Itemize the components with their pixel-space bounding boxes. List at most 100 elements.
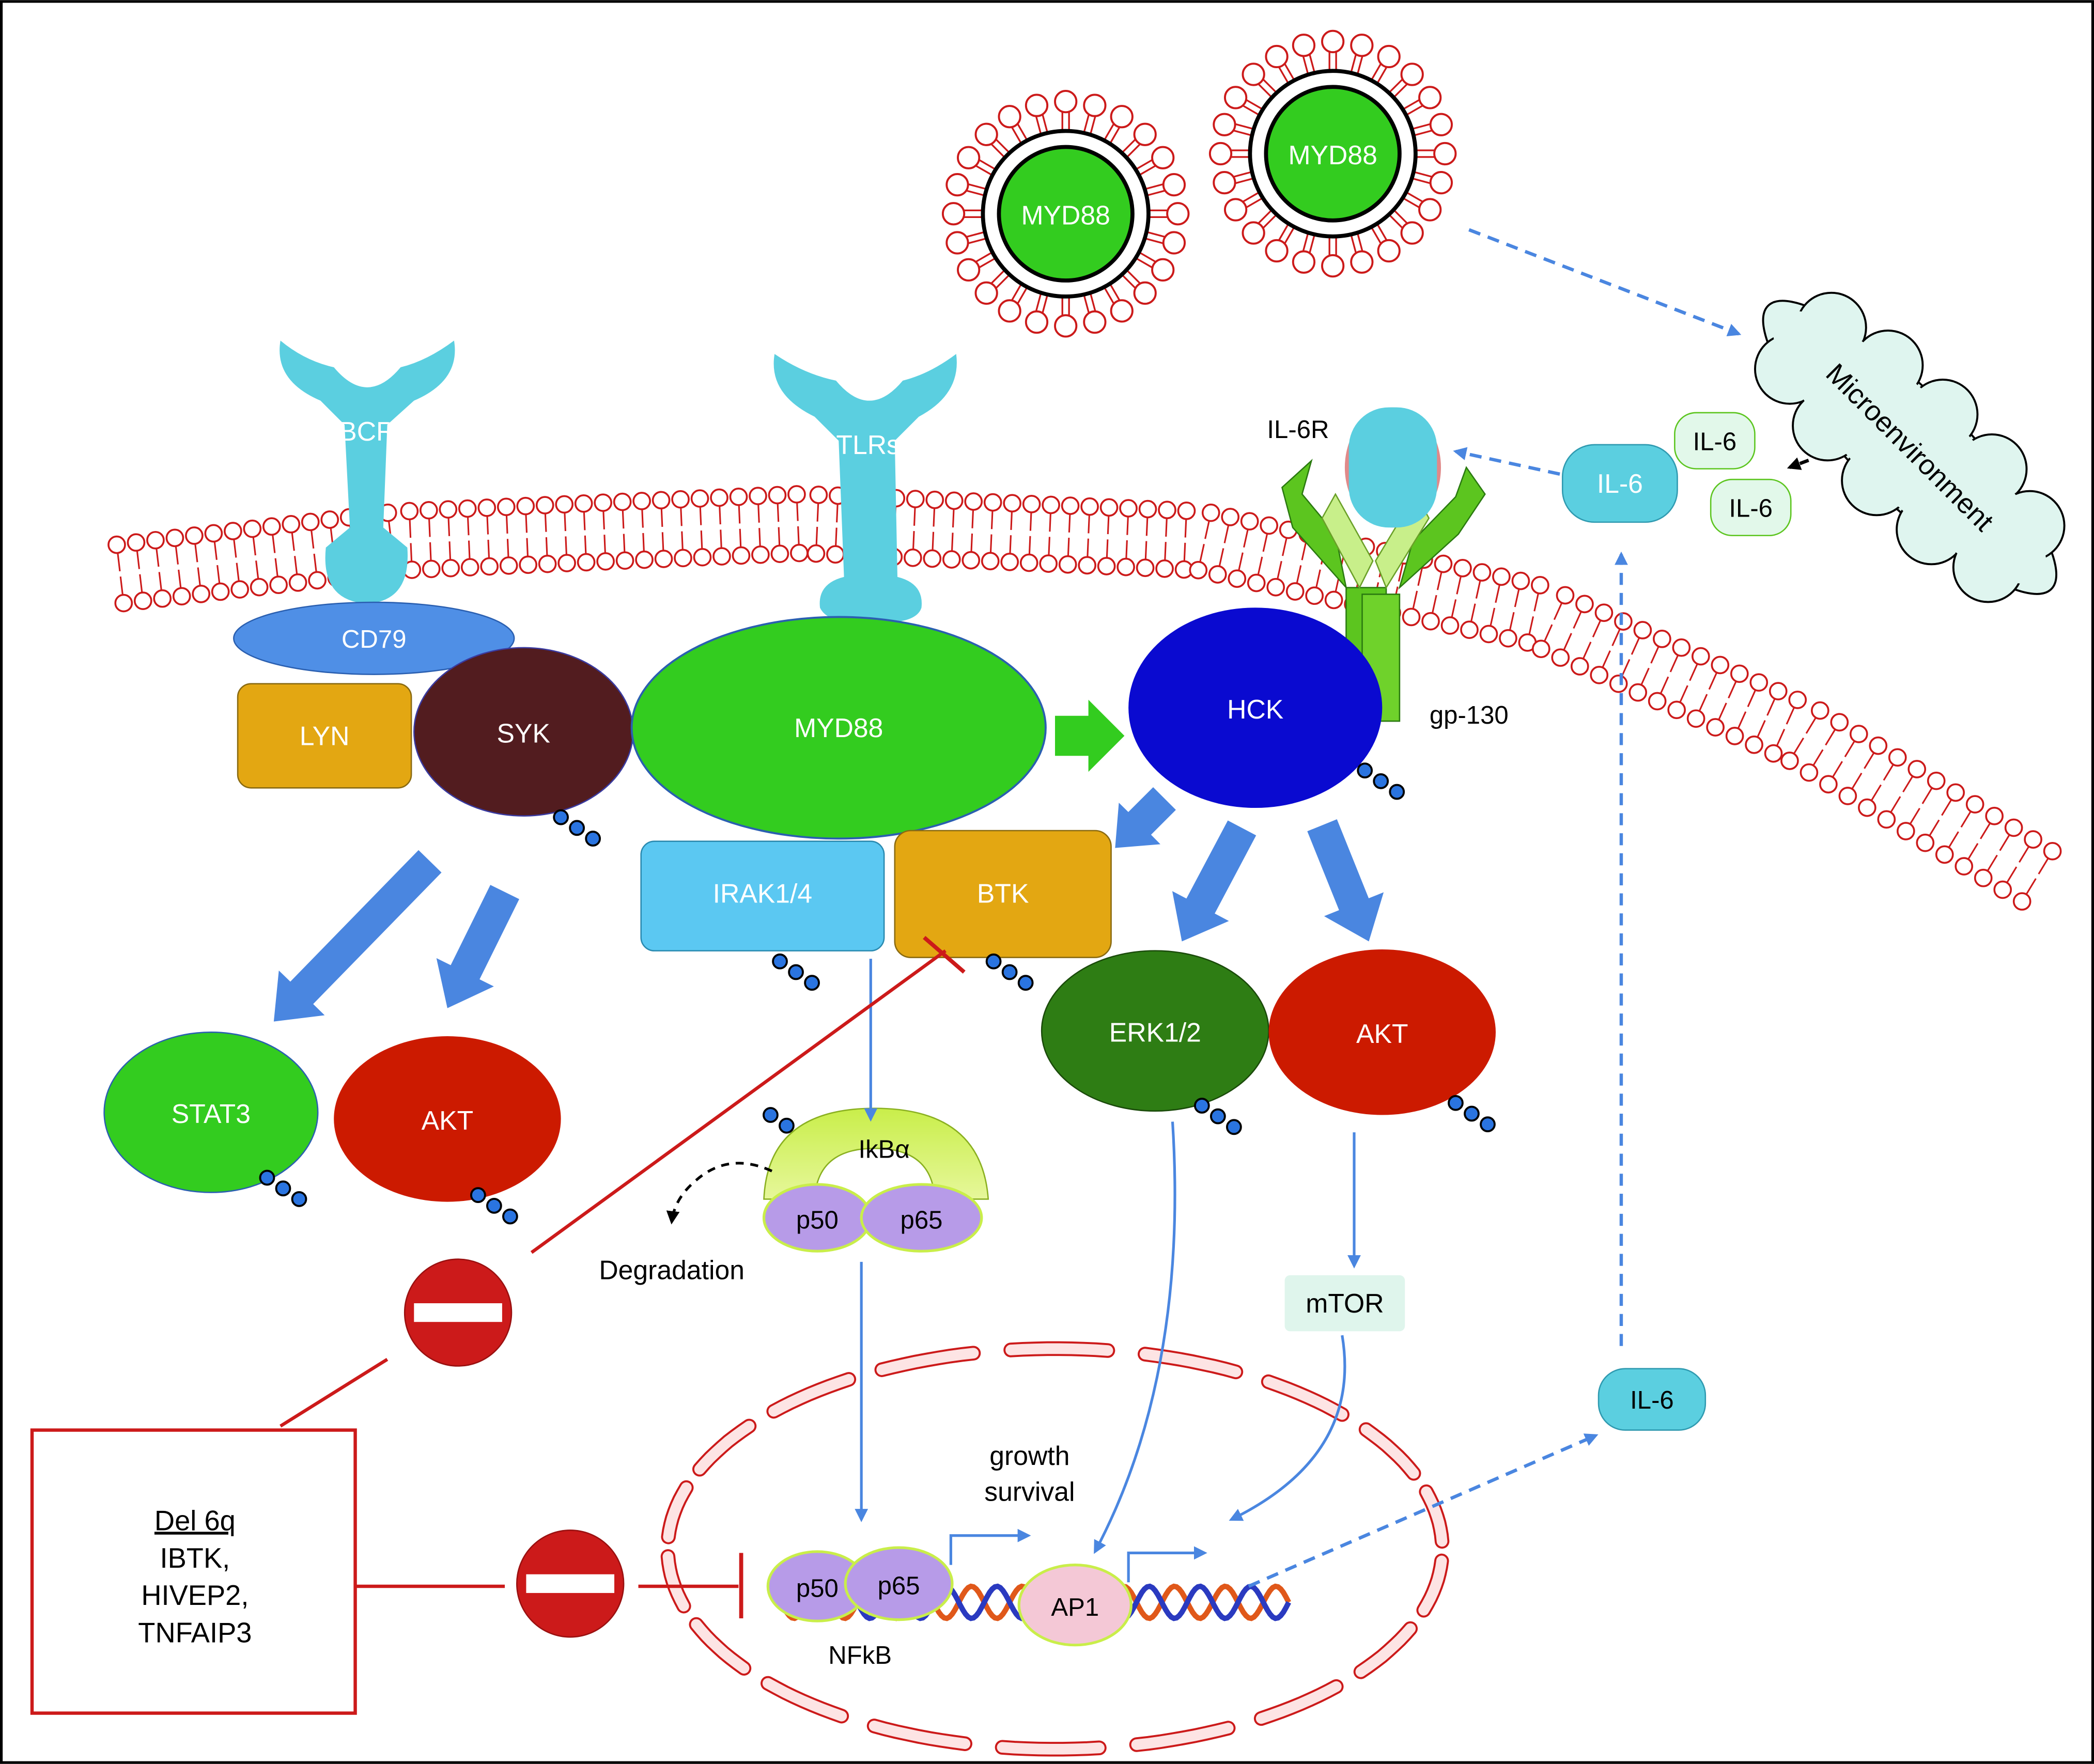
lipid-tail	[660, 508, 663, 527]
phosphate-group	[1448, 1095, 1464, 1111]
lipid-head	[1653, 630, 1671, 648]
del6q-title: Del 6q	[154, 1505, 236, 1536]
phosphate-group	[1480, 1116, 1496, 1133]
lipid-tail	[156, 548, 160, 567]
lipid-tail	[213, 541, 218, 560]
irak-node	[640, 840, 885, 951]
ikba-label: IkBα	[858, 1135, 909, 1163]
lipid-tail	[1679, 685, 1688, 703]
lipid-tail	[913, 507, 916, 526]
exosome-lipid-tail	[1302, 232, 1309, 251]
myd88-to-hck-arrow	[1055, 699, 1125, 772]
lipid-head	[499, 556, 518, 575]
lipid-tail	[1960, 810, 1972, 828]
exosome-lipid-head	[945, 231, 969, 255]
phosphate-group	[772, 953, 788, 970]
il6-a-label: IL-6	[1597, 469, 1643, 498]
lipid-tail	[119, 576, 124, 596]
lipid-tail	[1277, 560, 1282, 580]
nuclear-membrane-segment	[691, 1619, 750, 1674]
exosome-lipid-head	[1292, 250, 1316, 274]
lipid-head	[262, 517, 281, 536]
exosome-lipid-tail	[1243, 191, 1260, 202]
exosome-lipid-head	[1377, 239, 1401, 263]
phosphate-group	[585, 831, 601, 847]
lipid-head	[2012, 892, 2031, 911]
exosome-lipid-head	[1292, 34, 1316, 57]
lipid-head	[964, 492, 983, 511]
nucleus-p50-label: p50	[796, 1575, 839, 1603]
lipid-tail	[233, 539, 237, 558]
lipid-tail	[1315, 569, 1321, 588]
exosome-lipid-tail	[1235, 123, 1254, 130]
exosome-lipid-head	[998, 299, 1021, 323]
exosome-lipid-tail	[1126, 144, 1141, 159]
lipid-tail	[1573, 611, 1583, 629]
lipid-head	[1667, 700, 1686, 720]
lipid-tail	[1553, 602, 1563, 620]
lipid-head	[422, 559, 441, 579]
phosphate-group	[470, 1187, 486, 1204]
lipid-head	[809, 486, 828, 504]
exosome-lipid-tail	[975, 251, 993, 262]
exosome-lipid-tail	[1144, 237, 1164, 244]
lipid-head	[439, 500, 458, 519]
exosome-lipid-tail	[1121, 274, 1136, 289]
lipid-tail	[1068, 513, 1071, 533]
stat3-node	[103, 1032, 319, 1193]
il6-b-label: IL-6	[1693, 428, 1737, 456]
lipid-head	[1061, 496, 1080, 515]
lipid-tail	[564, 512, 566, 532]
lipid-tail	[583, 511, 586, 530]
no-entry-icon	[404, 1258, 513, 1367]
exosome-lipid-tail	[996, 139, 1011, 154]
lipid-tail	[1296, 565, 1302, 584]
lipid-head	[1228, 569, 1247, 588]
lipid-head	[1531, 639, 1550, 659]
lipid-head	[635, 550, 654, 569]
growth-label: growth	[989, 1441, 1069, 1471]
lipid-tail	[1883, 763, 1895, 781]
exosome-lipid-tail	[1083, 114, 1090, 133]
lipid-tail	[2006, 866, 2018, 883]
lipid-tail	[989, 534, 992, 553]
exosome-lipid-head	[1110, 105, 1134, 129]
lipid-head	[1551, 648, 1570, 667]
lipid-head	[1080, 497, 1099, 516]
lipid-head	[400, 502, 419, 521]
exosome-lipid-tail	[1138, 165, 1156, 176]
lipid-tail	[525, 514, 528, 533]
erk-label: ERK1/2	[1109, 1017, 1201, 1047]
lipid-head	[1633, 621, 1652, 639]
lipid-head	[1138, 499, 1157, 519]
del6q-box: Del 6q IBTK, HIVEP2, TNFAIP3	[30, 1428, 357, 1715]
lipid-head	[1810, 701, 1829, 720]
signal-arrows	[273, 787, 1384, 1022]
lipid-tail	[311, 529, 315, 549]
exosome-lipid-tail	[1011, 283, 1022, 301]
lipid-tail	[970, 533, 973, 553]
nuclear-factors: p50 p65 AP1 NFkB growth survival	[766, 1441, 1133, 1669]
lipid-head	[690, 489, 709, 508]
lipid-head	[1189, 560, 1208, 580]
lipid-tail	[1844, 740, 1856, 757]
thin-signal-lines	[855, 959, 1361, 1583]
lipid-head	[1769, 682, 1788, 700]
exosome-lipid-tail	[1393, 83, 1408, 98]
tlrs-label: TLRs	[836, 430, 900, 460]
phosphate-group	[985, 953, 1002, 970]
lipid-head	[146, 530, 165, 550]
lipid-head	[770, 544, 789, 564]
erk-node	[1041, 950, 1269, 1112]
lipid-head	[1946, 783, 1965, 802]
lipid-tail	[447, 517, 451, 536]
exosome-lipid-tail	[1413, 171, 1432, 178]
btk-node	[894, 830, 1112, 958]
lipid-head	[710, 488, 728, 507]
exosome-lipid-tail	[975, 165, 993, 176]
lipid-tail	[216, 565, 221, 584]
nuclear-membrane-segment	[997, 1742, 1105, 1755]
lipid-head	[1575, 595, 1594, 614]
lipid-head	[1511, 571, 1530, 590]
lipid-tail	[272, 534, 276, 553]
